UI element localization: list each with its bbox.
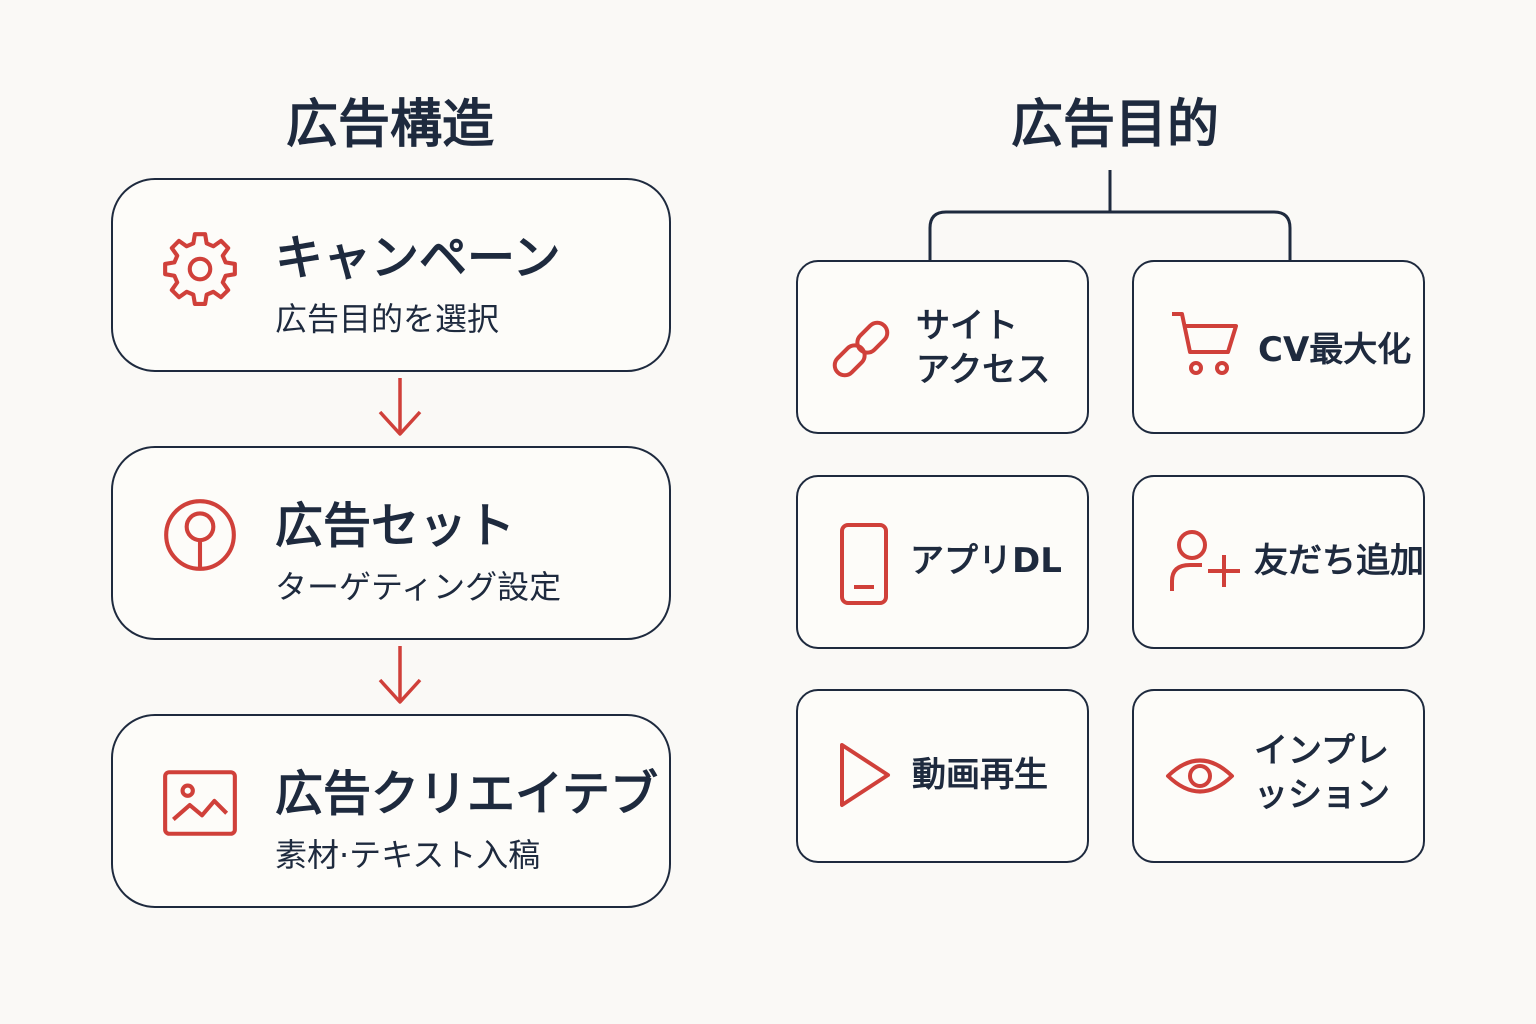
structure-title: 広告構造 [285, 95, 494, 155]
eye-icon [1166, 758, 1234, 794]
step-title: 広告セット [275, 498, 516, 554]
tree-connector [928, 170, 1292, 262]
objective-card-video-play: 動画再生 [796, 689, 1089, 863]
objective-label: アプリDL [910, 541, 1062, 581]
step-title: キャンペーン [275, 230, 561, 286]
step-campaign: キャンペーン 広告目的を選択 [111, 178, 671, 372]
step-subtitle: 広告目的を選択 [275, 300, 500, 338]
objective-card-cv-max: CV最大化 [1132, 260, 1425, 434]
down-arrow-icon [378, 646, 422, 704]
play-icon [840, 743, 890, 807]
objectives-title: 広告目的 [1010, 95, 1219, 155]
objective-label: 動画再生 [912, 755, 1048, 795]
objective-card-site-access: サイト アクセス [796, 260, 1089, 434]
objective-card-impression: インプレ ッション [1132, 689, 1425, 863]
step-ad-set: 広告セット ターゲティング設定 [111, 446, 671, 640]
gear-icon [163, 232, 237, 306]
step-subtitle: ターゲティング設定 [275, 568, 562, 606]
objective-label: CV最大化 [1258, 330, 1412, 370]
step-creative: 広告クリエイテブ 素材·テキスト入稿 [111, 714, 671, 908]
objective-card-add-friend: 友だち追加 [1132, 475, 1425, 649]
image-icon [163, 770, 237, 836]
objective-label: サイト アクセス [916, 306, 1051, 390]
smartphone-icon [840, 523, 888, 605]
down-arrow-icon [378, 378, 422, 436]
objective-label: インプレ ッション [1254, 731, 1390, 815]
link-icon [832, 320, 890, 378]
objective-label: 友だち追加 [1254, 541, 1424, 581]
add-friend-icon [1170, 530, 1240, 591]
target-pin-icon [164, 499, 236, 571]
step-subtitle: 素材·テキスト入稿 [275, 836, 541, 874]
step-title: 広告クリエイテブ [275, 766, 659, 822]
objective-card-app-download: アプリDL [796, 475, 1089, 649]
cart-icon [1172, 312, 1238, 375]
